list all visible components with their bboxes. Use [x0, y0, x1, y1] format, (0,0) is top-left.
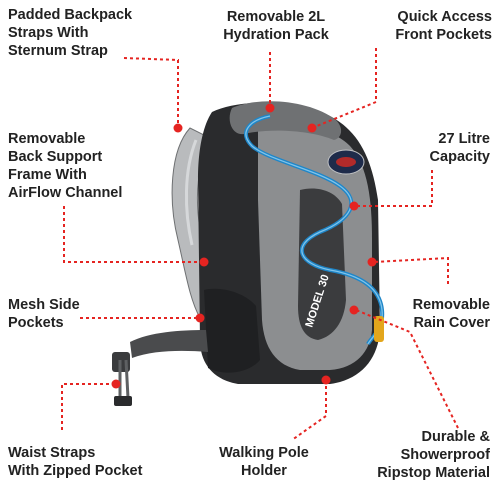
- line-straps: [123, 57, 179, 128]
- callout-back-support: Removable Back Support Frame With AirFlo…: [8, 131, 123, 201]
- line-front-pockets: [311, 48, 377, 129]
- callout-hydration: Removable 2L Hydration Pack: [223, 9, 329, 43]
- callout-front-pockets: Quick Access Front Pockets: [395, 9, 492, 43]
- callout-rain-cover: Removable Rain Cover: [412, 297, 490, 331]
- line-rain-cover: [373, 256, 449, 284]
- dot-back-support: [199, 257, 209, 267]
- dot-capacity: [349, 201, 359, 211]
- callout-capacity: 27 Litre Capacity: [429, 131, 490, 165]
- callout-straps: Padded Backpack Straps With Sternum Stra…: [8, 7, 133, 59]
- dot-rain-cover: [367, 257, 377, 267]
- logo-badge: [327, 149, 365, 175]
- dot-straps: [173, 123, 183, 133]
- dot-pole-holder: [321, 375, 331, 385]
- dot-hydration: [265, 103, 275, 113]
- callout-waist-straps: Waist Straps With Zipped Pocket: [8, 445, 143, 479]
- callout-mesh-pockets: Mesh Side Pockets: [8, 297, 80, 331]
- line-capacity: [354, 170, 433, 207]
- bite-valve: [374, 316, 384, 342]
- callout-dots: [111, 103, 377, 389]
- dot-waist-straps: [111, 379, 121, 389]
- callout-ripstop: Durable & Showerproof Ripstop Material: [377, 429, 490, 481]
- dot-front-pockets: [307, 123, 317, 133]
- dot-ripstop: [349, 305, 359, 315]
- side-pocket: [204, 288, 260, 373]
- waist-strap: [130, 330, 208, 358]
- line-ripstop: [355, 309, 459, 429]
- callout-pole-holder: Walking Pole Holder: [219, 445, 309, 479]
- dot-mesh-pockets: [195, 313, 205, 323]
- line-back-support: [63, 206, 204, 263]
- line-waist-straps: [61, 383, 116, 430]
- callout-lines: [61, 48, 459, 441]
- line-pole-holder: [291, 380, 327, 441]
